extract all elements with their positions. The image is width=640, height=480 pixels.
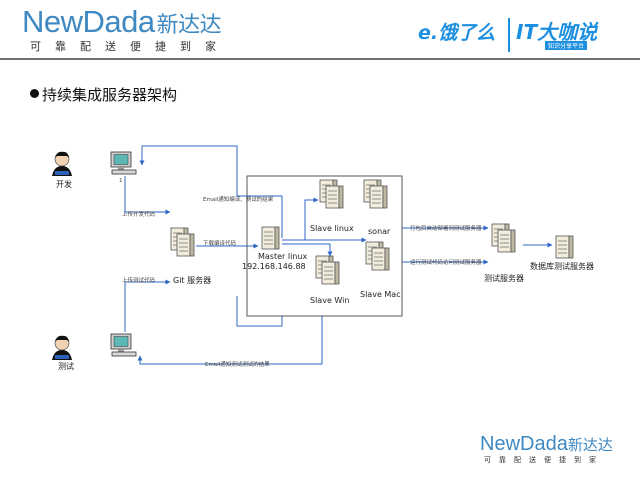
edge-label-email-dev: Email通知编译、测试的结果 [203, 197, 274, 203]
footer-tagline: 可靠配送便捷到家 [484, 456, 604, 464]
slave-linux-server-icon [320, 180, 343, 208]
eleme-logo: e.饿了么 [418, 22, 496, 44]
footer-brand-logo: NewDada新达达 [480, 433, 613, 456]
tester-label: 测试 [58, 362, 74, 371]
it-dakashuo-logo: IT大咖说 [516, 20, 598, 44]
master-ip-label: 192.168.146.88 [242, 262, 306, 271]
test-server-icon [492, 224, 515, 252]
slave-win-label: Slave Win [310, 296, 350, 305]
footer-brand-cn: 新达达 [567, 436, 613, 454]
slide-bullet-text: 持续集成服务器架构 [42, 86, 178, 104]
edge-email-dev [139, 145, 283, 238]
slave-mac-label: Slave Mac [360, 290, 401, 299]
header-brand-name: NewDada [22, 4, 155, 39]
logo-divider [508, 18, 510, 52]
edge-label-run-tests: 运行测试代码访问测试服务器 [410, 260, 482, 266]
test-server-label: 测试服务器 [484, 274, 524, 283]
slave-linux-label: Slave linux [310, 224, 354, 233]
header-brand-cn: 新达达 [156, 13, 222, 38]
edge-label-dev-commit: 上传开发代码 [122, 212, 156, 218]
master-server-icon [261, 226, 280, 250]
edge-master-slave-win [282, 243, 333, 257]
sonar-label: sonar [368, 227, 391, 236]
it-dakashuo-subtitle: 知识分享平台 [545, 41, 588, 50]
edge-master-slave-linux [282, 197, 319, 241]
edge-label-email-test: Email通知测试测试的结果 [205, 362, 270, 368]
header-brand-logo: NewDada新达达 [22, 4, 222, 44]
developer-pc-note: 1 [119, 178, 123, 184]
developer-person-icon [51, 151, 73, 177]
edge-label-test-commit: 上传测试代码 [122, 278, 156, 284]
db-server-label: 数据库测试服务器 [530, 262, 594, 271]
bullet-dot [30, 89, 39, 98]
slave-mac-server-icon [366, 242, 389, 270]
header-tagline: 可靠配送便捷到家 [30, 40, 230, 53]
slave-win-server-icon [316, 256, 339, 284]
master-label: Master linux [258, 252, 308, 261]
edge-label-auto-deploy: 打包后自动部署到测试服务器 [410, 226, 482, 232]
edge-test-commit [124, 279, 171, 332]
edge-dev-commit [124, 176, 171, 215]
developer-computer-icon [110, 151, 137, 175]
git-server-label: Git 服务器 [173, 276, 212, 285]
header-rule [0, 58, 640, 60]
sonar-server-icon [364, 180, 387, 208]
db-server-icon [555, 235, 574, 259]
edge-email-test [137, 316, 323, 365]
edge-label-fetch-code: 下载编译代码 [203, 241, 237, 247]
tester-computer-icon [110, 333, 137, 357]
git-server-icon [171, 228, 194, 256]
tester-person-icon [51, 335, 73, 361]
footer-brand-name: NewDada [480, 433, 568, 455]
developer-label: 开发 [56, 180, 72, 189]
slide-bullet-title: 持续集成服务器架构 [30, 84, 177, 105]
edge-frame-return [236, 296, 283, 327]
